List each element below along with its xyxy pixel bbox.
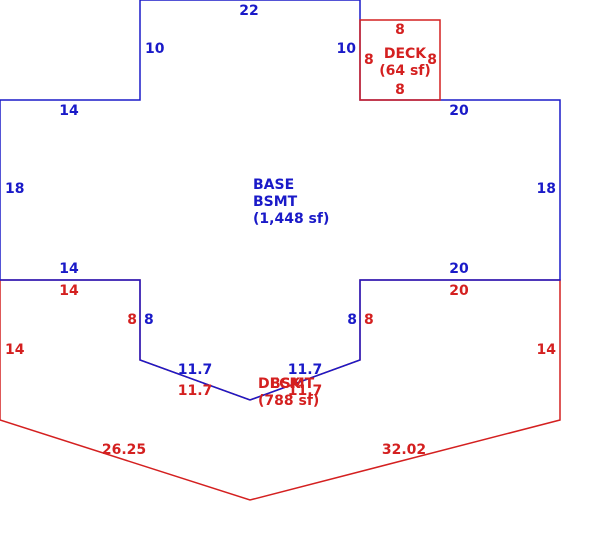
base-dim-right-drop: 8 (347, 312, 357, 328)
base-dim-left-drop: 8 (144, 312, 154, 328)
deck-large-dim-bottom-left: 26.25 (102, 442, 146, 458)
deck-small-area-line2: (64 sf) (379, 63, 431, 79)
base-area-line2: BSMT (253, 194, 298, 210)
deck-small-dim-bottom: 8 (395, 82, 405, 98)
deck-large-dim-top-left: 14 (59, 283, 79, 299)
base-dim-left-side: 18 (5, 181, 24, 197)
deck-small-area-line1: DECK (384, 46, 427, 62)
base-dim-upper-right: 20 (449, 103, 469, 119)
deck-large-dim-top-right: 20 (449, 283, 469, 299)
deck-large-area-line1: DECK (258, 376, 301, 392)
base-dim-right-side: 18 (537, 181, 556, 197)
deck-large-dim-left-side: 14 (5, 342, 25, 358)
deck-small-dim-left: 8 (364, 52, 374, 68)
base-dim-upper-left: 14 (59, 103, 79, 119)
deck-large-dim-right-drop: 8 (364, 312, 374, 328)
deck-large-dim-right-side: 14 (537, 342, 557, 358)
base-dim-top: 22 (239, 3, 258, 19)
deck-small-outline (359, 19, 441, 101)
base-dim-diag-left: 11.7 (178, 362, 213, 378)
deck-large-area-line2: (788 sf) (258, 393, 319, 409)
deck-large-area-overlap: BSMT (270, 376, 315, 392)
base-dim-lower-right: 20 (449, 261, 469, 277)
deck-large-dim-diag-right: 11.7 (288, 383, 323, 399)
deck-small-dim-top: 8 (395, 22, 405, 38)
deck-large-dim-left-drop: 8 (127, 312, 137, 328)
base-dim-right-notch: 10 (337, 41, 357, 57)
base-area-line1: BASE (253, 177, 294, 193)
base-dim-left-notch: 10 (145, 41, 165, 57)
base-dim-diag-right: 11.7 (288, 362, 323, 378)
base-dim-lower-left: 14 (59, 261, 79, 277)
base-area-line3: (1,448 sf) (253, 211, 329, 227)
deck-large-dim-bottom-right: 32.02 (382, 442, 426, 458)
deck-large-dim-diag-left: 11.7 (178, 383, 213, 399)
deck-small-dim-right: 8 (427, 52, 437, 68)
